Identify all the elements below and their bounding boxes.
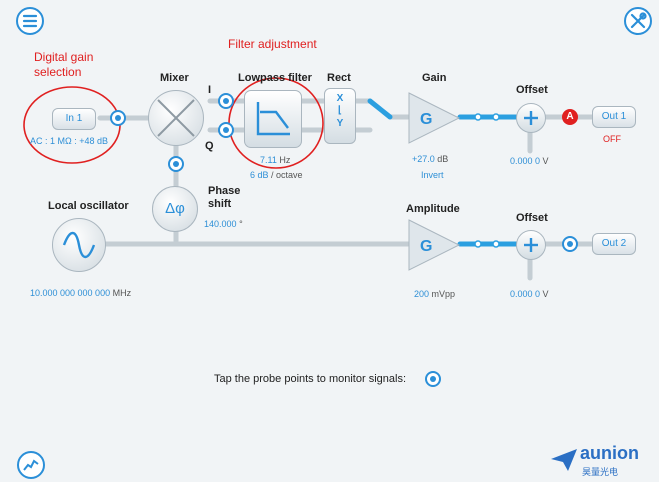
output-2-button[interactable]: Out 2 — [592, 233, 636, 255]
amplitude-symbol: G — [420, 238, 432, 255]
oscillator-block[interactable] — [52, 218, 106, 272]
offset1-adder[interactable] — [516, 103, 546, 133]
offset2-label: Offset — [516, 212, 548, 224]
gain-amplifier[interactable]: G — [406, 90, 462, 146]
mixer-q-label: Q — [205, 140, 214, 152]
plus-icon — [524, 238, 538, 252]
rect-transform-icon: ⌊ — [338, 105, 342, 116]
gain-invert[interactable]: Invert — [421, 170, 444, 180]
phase-value[interactable]: 140.000 ° — [204, 219, 243, 229]
probe-i[interactable] — [218, 93, 234, 109]
brand-logo: aunion 昊量光电 — [550, 443, 656, 479]
gain-label: Gain — [422, 72, 447, 84]
phase-shift-label: Phase shift — [208, 185, 241, 210]
lowpass-frequency[interactable]: 7.11 Hz — [260, 155, 291, 165]
offset1-label: Offset — [516, 84, 548, 96]
mixer-block[interactable] — [148, 90, 204, 146]
mixer-i-label: I — [208, 84, 212, 96]
chart-icon — [23, 459, 39, 471]
menu-button[interactable] — [16, 7, 44, 35]
probe-out2[interactable] — [562, 236, 578, 252]
brand-name: aunion — [580, 443, 639, 463]
probe-legend-icon — [425, 371, 441, 387]
plus-icon — [524, 111, 538, 125]
probe-hint-text: Tap the probe points to monitor signals: — [214, 373, 407, 385]
gain-value[interactable]: +27.0 dB — [412, 154, 449, 164]
amplitude-amplifier[interactable]: G — [406, 217, 462, 273]
input-settings: AC : 1 MΩ : +48 dB — [30, 136, 109, 146]
rect-label: Rect — [327, 72, 351, 84]
rect-y: Y — [336, 118, 344, 129]
lowpass-label: Lowpass filter — [238, 72, 312, 84]
output-1-status: OFF — [603, 134, 621, 144]
rect-block[interactable]: X ⌊ Y — [324, 88, 356, 144]
lowpass-curve-icon — [256, 102, 290, 136]
lowpass-filter-block[interactable] — [244, 90, 302, 148]
input-1-button[interactable]: In 1 — [52, 108, 96, 130]
mixer-cross-icon — [157, 99, 195, 137]
oscillator-label: Local oscillator — [48, 200, 129, 212]
oscillator-frequency[interactable]: 10.000 000 000 000 MHz — [30, 288, 132, 298]
chart-button[interactable] — [17, 451, 45, 479]
tools-icon — [630, 12, 647, 29]
gain-symbol: G — [420, 111, 432, 128]
phase-shift-block[interactable]: Δφ — [152, 186, 198, 232]
output-a-badge: A — [562, 109, 578, 125]
annotation-gain-selection: Digital gain selection — [34, 50, 94, 79]
output-1-button[interactable]: Out 1 — [592, 106, 636, 128]
paper-plane-icon — [551, 449, 577, 471]
menu-icon — [22, 14, 38, 28]
amplitude-value[interactable]: 200 mVpp — [414, 289, 456, 299]
mixer-label: Mixer — [160, 72, 189, 84]
sine-wave-icon — [62, 231, 96, 259]
offset2-adder[interactable] — [516, 230, 546, 260]
probe-input[interactable] — [110, 110, 126, 126]
amplitude-label: Amplitude — [406, 203, 460, 215]
probe-q[interactable] — [218, 122, 234, 138]
annotation-filter-adjustment: Filter adjustment — [228, 37, 317, 51]
tools-button[interactable] — [624, 7, 652, 35]
probe-oscillator-ref[interactable] — [168, 156, 184, 172]
offset2-value[interactable]: 0.000 0 V — [510, 289, 549, 299]
offset1-value[interactable]: 0.000 0 V — [510, 156, 549, 166]
phase-symbol: Δφ — [165, 200, 185, 217]
lowpass-slope[interactable]: 6 dB / octave — [250, 170, 303, 180]
rect-x: X — [336, 93, 344, 104]
brand-sub: 昊量光电 — [582, 467, 619, 477]
